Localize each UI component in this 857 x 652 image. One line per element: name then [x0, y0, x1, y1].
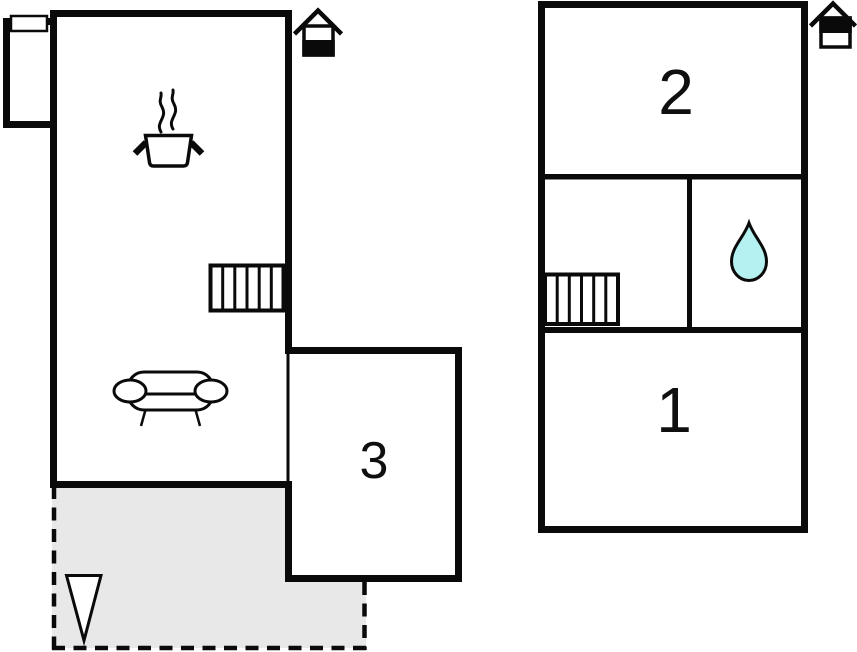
wall-segment	[285, 10, 292, 354]
entry-annex	[3, 18, 57, 128]
room-3-label: 3	[360, 432, 389, 490]
steam-icon	[169, 88, 178, 131]
house-upper-level-fill	[819, 16, 852, 33]
room-1-label: 1	[656, 374, 692, 446]
sofa-armrest	[193, 378, 229, 404]
wall-segment	[538, 1, 808, 8]
sofa-icon	[112, 370, 229, 427]
ground-floor-plan: 3	[3, 7, 462, 651]
interior-wall-segment	[541, 327, 805, 333]
wall-segment	[285, 481, 292, 582]
room-3: 3	[285, 347, 462, 582]
house-lower-level-fill	[302, 40, 335, 57]
pot-handle-left	[132, 140, 149, 156]
terrace-fill	[52, 486, 366, 648]
interior-wall-segment	[687, 177, 692, 329]
house-upper-level-icon	[808, 0, 857, 49]
wall-segment	[285, 347, 462, 354]
pot-body	[143, 133, 194, 168]
water-drop-icon	[729, 218, 769, 282]
pot-handle-right	[188, 140, 205, 156]
wall-segment	[538, 1, 545, 533]
sofa-armrest	[112, 378, 148, 404]
living-kitchen-room-walls	[50, 10, 292, 488]
stairs-icon-upper	[543, 272, 620, 326]
wall-segment	[285, 575, 462, 582]
terrace-area	[51, 486, 368, 651]
wall-segment	[50, 10, 57, 488]
steam-icon	[157, 91, 166, 134]
wall-segment	[3, 18, 10, 128]
interior-wall-segment	[541, 174, 805, 180]
wall-segment	[50, 481, 292, 488]
wall-segment	[538, 526, 808, 533]
terrace-triangle-marker-icon	[64, 574, 103, 647]
wall-segment	[801, 1, 808, 533]
upper-floor-outline	[538, 1, 808, 533]
window-icon	[9, 14, 49, 33]
stairs-icon-ground	[208, 263, 286, 313]
wall-segment	[455, 347, 462, 582]
wall-segment	[50, 10, 292, 17]
wall-segment	[3, 121, 57, 128]
house-lower-level-icon	[292, 7, 344, 57]
upper-floor-dividers	[541, 174, 805, 333]
room-2-label: 2	[658, 56, 694, 128]
interior-wall-segment	[286, 354, 290, 481]
upper-floor-plan: 2 1	[538, 0, 857, 533]
cooking-pot-icon	[132, 88, 205, 168]
